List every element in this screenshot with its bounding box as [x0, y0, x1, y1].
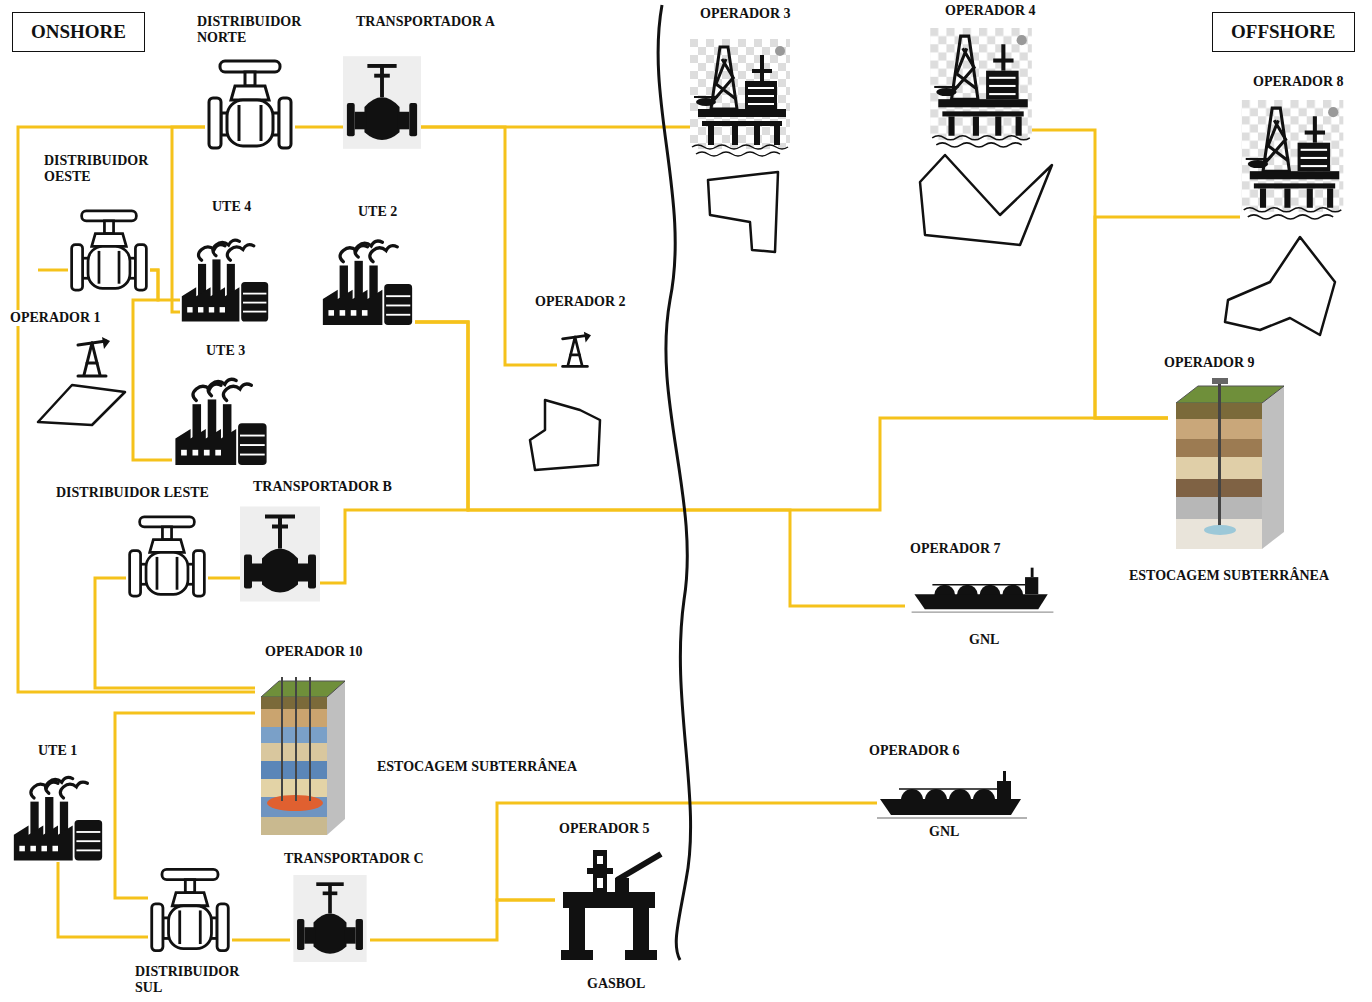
distributor-valve: DISTRIBUIDOR OESTE [68, 200, 150, 300]
gas-pipeline-rig: OPERADOR 5GASBOL [555, 848, 665, 960]
node-label: TRANSPORTADOR A [354, 14, 497, 30]
onshore-well: OPERADOR 1 [72, 335, 112, 380]
lng-ship-icon [877, 771, 1027, 818]
gas-pipeline [150, 270, 180, 300]
gate-valve-icon [343, 56, 421, 149]
power-plant: UTE 2 [320, 232, 415, 325]
node-label: TRANSPORTADOR B [251, 479, 394, 495]
coastline [658, 5, 691, 960]
node-label: DISTRIBUIDOR LESTE [54, 485, 211, 501]
storage-icon [1176, 378, 1284, 549]
node-label: UTE 1 [36, 743, 79, 759]
node-label: OPERADOR 2 [533, 294, 628, 310]
node-caption: GNL [967, 632, 1001, 648]
lng-ship: OPERADOR 7GNL [905, 562, 1060, 614]
gas-pipeline [421, 127, 557, 365]
node-label: OFFSHORE [1231, 20, 1336, 44]
field-outline [920, 155, 1052, 245]
pumpjack-icon [78, 337, 110, 376]
gate-valve-icon [240, 507, 320, 602]
power-plant-icon [175, 379, 266, 465]
gas-pipeline [415, 322, 905, 606]
valve-icon [130, 517, 205, 596]
gas-pipeline [415, 322, 1168, 510]
power-plant-icon [182, 240, 268, 321]
storage-icon [261, 677, 345, 835]
offshore-platform: OPERADOR 8 [1240, 100, 1345, 222]
onshore-well: OPERADOR 2 [557, 330, 593, 370]
gas-pipeline [497, 803, 877, 900]
distributor-valve: DISTRIBUIDOR LESTE [126, 510, 208, 602]
rig-icon [561, 850, 661, 960]
node-label: OPERADOR 1 [8, 310, 103, 326]
gas-pipeline [320, 322, 468, 583]
node-label: OPERADOR 3 [698, 6, 793, 22]
transporter-valve: TRANSPORTADOR C [290, 875, 370, 962]
distributor-valve: DISTRIBUIDOR SUL [148, 862, 232, 957]
distributor-valve: DISTRIBUIDOR NORTE [205, 58, 295, 150]
region-label: OFFSHORE [1212, 12, 1355, 52]
power-plant: UTE 3 [172, 370, 270, 465]
gas-pipeline [370, 900, 555, 940]
field-outline [1225, 237, 1335, 335]
gate-valve-icon [293, 875, 366, 962]
power-plant: UTE 4 [180, 228, 270, 325]
pumpjack-icon [563, 332, 591, 367]
node-label: TRANSPORTADOR C [282, 851, 426, 867]
node-label: OPERADOR 5 [557, 821, 652, 837]
node-caption: ESTOCAGEM SUBTERRÂNEA [1127, 568, 1331, 584]
field-outline [38, 385, 125, 425]
node-label: DISTRIBUIDOR NORTE [195, 14, 311, 46]
node-label: OPERADOR 4 [943, 3, 1038, 19]
transporter-valve: TRANSPORTADOR A [343, 55, 421, 150]
node-label: OPERADOR 7 [908, 541, 1003, 557]
gas-pipeline [18, 127, 255, 692]
field-outline [530, 400, 600, 470]
node-caption: ESTOCAGEM SUBTERRÂNEA [375, 759, 579, 775]
gas-pipeline [295, 126, 343, 129]
node-label: DISTRIBUIDOR OESTE [42, 153, 158, 185]
node-label: OPERADOR 6 [867, 743, 962, 759]
node-caption: GASBOL [585, 976, 647, 992]
node-label: OPERADOR 9 [1162, 355, 1257, 371]
field-outline [708, 172, 778, 252]
gas-pipeline [208, 577, 240, 580]
valve-icon [209, 61, 291, 148]
gas-pipeline [1032, 130, 1168, 418]
lng-ship-icon [912, 568, 1054, 612]
platform-icon [690, 39, 790, 156]
platform-icon [1242, 100, 1344, 219]
offshore-platform: OPERADOR 4 [930, 28, 1032, 150]
node-label: UTE 3 [204, 343, 247, 359]
gas-pipeline [232, 939, 290, 942]
transporter-valve: TRANSPORTADOR B [240, 505, 320, 603]
node-label: UTE 2 [356, 204, 399, 220]
power-plant-icon [14, 777, 102, 860]
region-label: ONSHORE [12, 12, 145, 52]
node-label: OPERADOR 10 [263, 644, 365, 660]
underground-storage: OPERADOR 10ESTOCAGEM SUBTERRÂNEA [255, 675, 347, 838]
gas-pipeline [58, 862, 148, 937]
offshore-platform: OPERADOR 3 [690, 38, 790, 160]
node-caption: GNL [927, 824, 961, 840]
pipe-stub [38, 269, 68, 272]
underground-storage: OPERADOR 9ESTOCAGEM SUBTERRÂNEA [1168, 378, 1290, 553]
node-label: UTE 4 [210, 199, 253, 215]
node-label: OPERADOR 8 [1251, 74, 1346, 90]
lng-ship: OPERADOR 6GNL [877, 765, 1027, 820]
node-label: DISTRIBUIDOR SUL [133, 964, 249, 996]
power-plant: UTE 1 [12, 767, 104, 862]
node-label: ONSHORE [31, 20, 126, 44]
valve-icon [72, 211, 147, 290]
platform-icon [930, 28, 1032, 147]
valve-icon [152, 869, 229, 950]
gas-pipeline [133, 270, 172, 460]
power-plant-icon [323, 241, 412, 325]
